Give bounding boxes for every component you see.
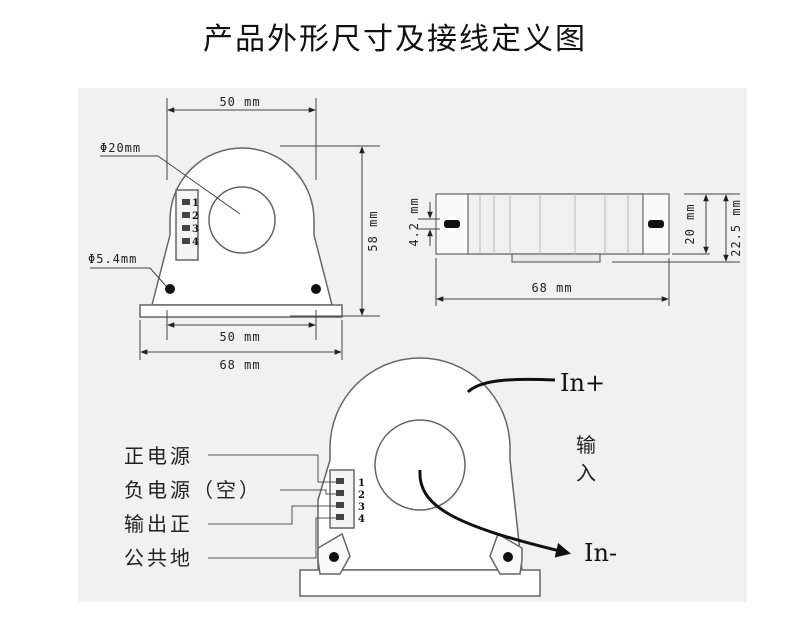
label-input-line2: 入 (576, 461, 599, 485)
dim-side-height-a: 20 mm (683, 203, 697, 244)
front-view-connector-pins (182, 199, 190, 244)
label-positive-supply: 正电源 (124, 444, 193, 468)
label-in-plus: In+ (560, 369, 605, 397)
front-view-mount-hole-right (311, 284, 321, 294)
front-view-mount-hole-left (165, 284, 175, 294)
label-input-line1: 输 (576, 433, 599, 457)
front-view-base (139, 304, 343, 318)
svg-text:3: 3 (192, 224, 199, 235)
side-view-bottom-tab (511, 253, 601, 263)
dim-side-height-b: 22.5 mm (729, 199, 743, 257)
front-view (139, 147, 343, 318)
conductor-wire-out (418, 469, 571, 558)
front-view-center-hole (208, 186, 276, 254)
conductor-wire-in (466, 377, 556, 394)
pin-number-2: 2 (358, 490, 365, 501)
wiring-view-mount-hole-right (503, 552, 513, 562)
dim-top-width: 50 mm (219, 95, 260, 109)
label-output-positive: 输出正 (124, 512, 193, 536)
svg-text:2: 2 (192, 211, 199, 222)
page-title: 产品外形尺寸及接线定义图 (203, 22, 587, 57)
dim-hole-diameter: Φ20mm (100, 141, 141, 155)
side-view-dimension-lines (418, 193, 740, 306)
side-view-slot-right (648, 220, 664, 228)
dim-side-slot: 4.2 mm (407, 197, 421, 246)
label-in-minus: In- (584, 539, 617, 567)
pin-number-4: 4 (358, 514, 365, 525)
label-common-ground: 公共地 (124, 546, 193, 570)
side-view-ribs (479, 194, 629, 254)
label-negative-supply: 负电源（空） (124, 478, 262, 502)
svg-text:1: 1 (192, 198, 199, 209)
wiring-view-mount-hole-left (329, 552, 339, 562)
dim-height: 58 mm (366, 210, 380, 251)
svg-text:4: 4 (192, 237, 199, 248)
pin-number-1: 1 (358, 478, 365, 489)
dim-mount-hole: Φ5.4mm (88, 252, 137, 266)
front-view-dimension-lines (90, 98, 380, 360)
wiring-view-connector-pins (336, 478, 344, 520)
pin-number-3: 3 (358, 502, 365, 513)
side-view (435, 193, 670, 263)
front-view-pin-numbers: 1 2 3 4 (192, 198, 199, 248)
wiring-leader-lines (208, 454, 336, 559)
dim-bottom-pitch: 50 mm (219, 330, 260, 344)
wiring-view-center-hole (374, 419, 466, 511)
dim-side-length: 68 mm (531, 281, 572, 295)
wiring-view-pin-numbers: 1 2 3 4 (358, 478, 365, 525)
side-view-slot-left (444, 220, 460, 228)
dim-bottom-total: 68 mm (219, 358, 260, 372)
